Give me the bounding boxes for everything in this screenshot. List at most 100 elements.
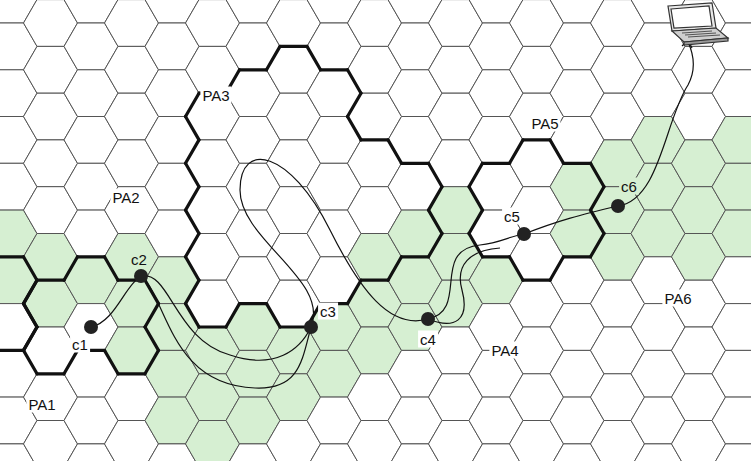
boundary-edge	[483, 255, 510, 258]
hex-cell	[712, 444, 751, 461]
boundary-edge	[469, 187, 483, 210]
area-label: PA2	[110, 189, 141, 206]
boundary-edge	[361, 138, 388, 141]
boundary-edge	[307, 46, 321, 69]
hex-cell	[145, 163, 199, 210]
boundary-edge	[0, 255, 24, 258]
boundary-edge	[321, 68, 348, 71]
hex-cell	[550, 210, 604, 257]
boundary-edge	[64, 350, 78, 373]
boundary-edge	[186, 140, 200, 163]
boundary-edge	[469, 210, 483, 233]
area-label: PA4	[489, 342, 520, 359]
boundary-edge	[24, 350, 38, 373]
boundary-edge	[186, 280, 200, 303]
boundary-edge	[591, 210, 605, 233]
boundary-edge	[118, 372, 145, 375]
mobile-path	[91, 40, 693, 388]
boundary-edge	[550, 140, 564, 163]
hex-cell	[307, 70, 361, 117]
boundary-edge	[523, 279, 550, 282]
hex-cell	[550, 163, 604, 210]
boundary-edge	[483, 162, 510, 165]
boundary-edge	[240, 302, 267, 305]
path-curve	[91, 42, 693, 360]
boundary-edge	[145, 350, 159, 373]
area-label: PA1	[26, 396, 57, 413]
boundary-edge	[24, 280, 38, 303]
boundary-edge	[348, 117, 362, 140]
boundary-edge	[267, 46, 281, 69]
boundary-edge	[186, 163, 200, 186]
boundary-edge	[591, 234, 605, 257]
boundary-edge	[24, 327, 38, 350]
boundary-edge	[37, 279, 64, 282]
boundary-edge	[388, 140, 402, 163]
boundary-edge	[388, 257, 402, 280]
boundary-edge	[78, 255, 105, 258]
boundary-edge	[348, 93, 362, 116]
boundary-edge	[24, 304, 38, 327]
boundary-edge	[510, 257, 524, 280]
area-label: PA3	[200, 87, 231, 104]
boundary-edge	[64, 257, 78, 280]
hex-cell	[712, 397, 751, 444]
boundary-edge	[523, 138, 550, 141]
boundary-edge	[37, 372, 64, 375]
hex-cell	[145, 117, 199, 164]
boundary-edge	[186, 234, 200, 257]
boundary-edge	[429, 210, 443, 233]
boundary-edge	[280, 325, 307, 328]
hex-cell	[712, 257, 751, 304]
boundary-edge	[591, 163, 605, 186]
boundary-edge	[199, 325, 226, 328]
boundary-edge	[226, 304, 240, 327]
cell-label: c1	[70, 336, 90, 353]
boundary-edge	[24, 280, 38, 303]
area-label: PA5	[529, 115, 560, 132]
boundary-edge	[186, 304, 200, 327]
hex-cell	[712, 117, 751, 164]
boundary-edge	[402, 255, 429, 258]
boundary-edge	[24, 304, 38, 327]
cell-label: c2	[129, 251, 149, 268]
path-curve	[428, 248, 500, 323]
boundary-edge	[186, 187, 200, 210]
boundary-edge	[186, 93, 200, 116]
hex-cell	[712, 210, 751, 257]
hex-cell	[145, 210, 199, 257]
hex-cell	[429, 187, 483, 234]
hex-cell	[388, 210, 442, 257]
cell-label: c4	[418, 331, 438, 348]
boundary-edge	[186, 117, 200, 140]
cell-dot	[84, 199, 625, 334]
boundary-edge	[429, 234, 443, 257]
hex-cell	[712, 0, 751, 23]
boundary-edge	[564, 255, 591, 258]
boundary-edge	[564, 162, 591, 165]
boundary-edge	[280, 45, 307, 48]
laptop-icon	[668, 3, 728, 45]
boundary-edge	[510, 140, 524, 163]
cell-label: c3	[318, 303, 338, 320]
boundary-edge	[550, 257, 564, 280]
hex-cell	[712, 163, 751, 210]
cell-label: c5	[502, 208, 522, 225]
boundary-edge	[591, 187, 605, 210]
boundary-edge	[24, 327, 38, 350]
boundary-edge	[348, 70, 362, 93]
hex-cell	[145, 257, 199, 304]
boundary-edge	[186, 257, 200, 280]
boundary-edge	[186, 210, 200, 233]
hex-cell	[712, 350, 751, 397]
path-curve	[141, 276, 311, 388]
boundary-edge	[402, 162, 429, 165]
hex-cell	[388, 163, 442, 210]
boundary-edge	[348, 280, 362, 303]
boundary-edge	[24, 257, 38, 280]
area-label: PA6	[662, 290, 693, 307]
hex-cell	[105, 327, 159, 374]
cell-label: c6	[619, 178, 639, 195]
hex-cell	[712, 304, 751, 351]
